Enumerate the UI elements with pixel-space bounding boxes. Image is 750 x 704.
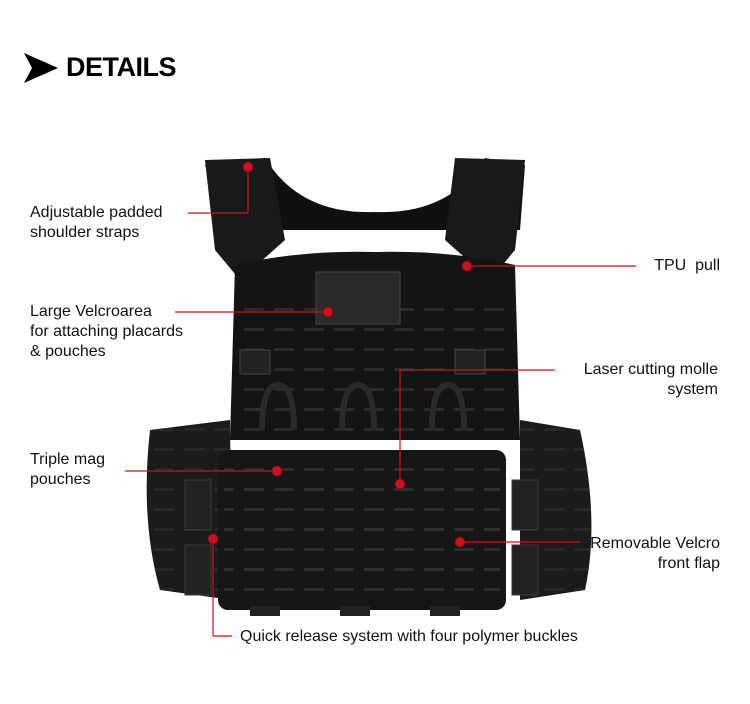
- callout-dot-shoulder: [242, 161, 254, 173]
- details-header: DETAILS: [24, 52, 177, 83]
- callout-dot-molle: [394, 478, 406, 490]
- callout-quick-release: Quick release system with four polymer b…: [240, 628, 578, 645]
- callout-velcro-area: Large Velcroarea for attaching placards …: [30, 303, 183, 360]
- callout-dot-buckles: [207, 533, 219, 545]
- arrow-right-icon: [24, 52, 58, 83]
- callout-triple-mag: Triple mag pouches: [30, 451, 105, 488]
- callout-dot-flap: [454, 536, 466, 548]
- callout-dot-tpu: [461, 260, 473, 272]
- callout-tpu-pull: TPU pull: [654, 257, 720, 274]
- callout-dot-mag: [271, 465, 283, 477]
- callout-shoulder-straps: Adjustable padded shoulder straps: [30, 204, 163, 241]
- callout-dot-velcro-area: [322, 306, 334, 318]
- callout-front-flap: Removable Velcro front flap: [590, 535, 720, 572]
- callout-molle-system: Laser cutting molle system: [583, 361, 718, 398]
- page-title: DETAILS: [66, 52, 177, 82]
